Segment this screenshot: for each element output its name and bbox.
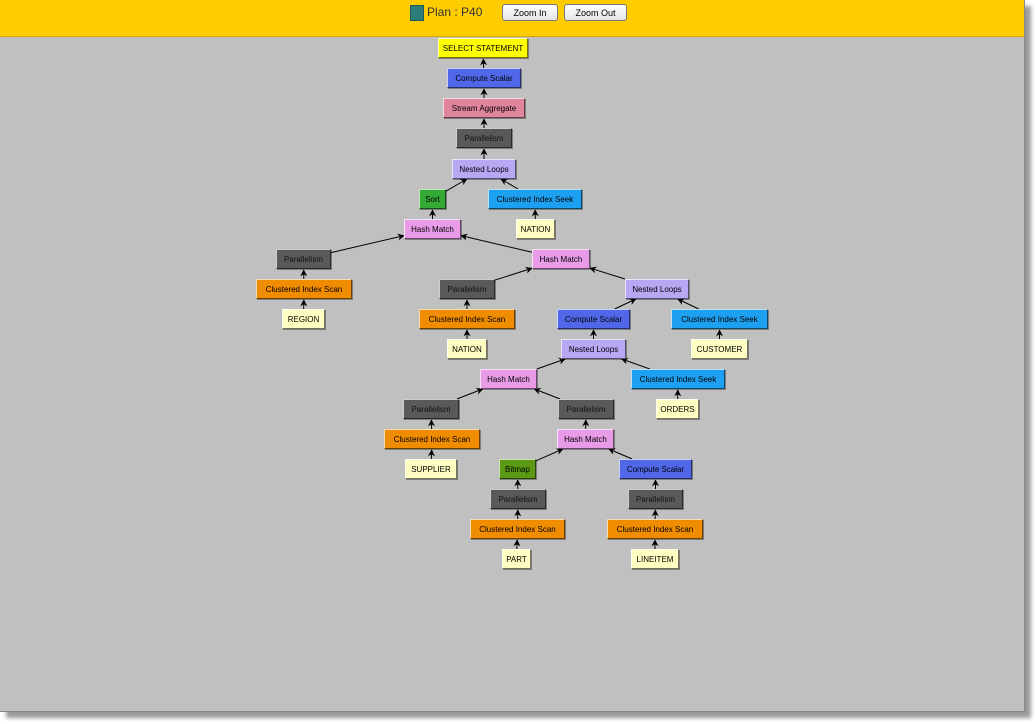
plan-node-table[interactable]: LINEITEM xyxy=(631,549,679,569)
plan-node-nested[interactable]: Nested Loops xyxy=(561,339,626,359)
plan-node-parallel[interactable]: Parallelism xyxy=(403,399,459,419)
plan-node-parallel[interactable]: Parallelism xyxy=(456,128,512,148)
plan-node-scan[interactable]: Clustered Index Scan xyxy=(256,279,352,299)
plan-edge-arrow xyxy=(330,233,405,254)
plan-node-parallel[interactable]: Parallelism xyxy=(628,489,683,509)
plan-node-seek[interactable]: Clustered Index Seek xyxy=(488,189,582,209)
plan-node-hash[interactable]: Hash Match xyxy=(557,429,614,449)
plan-node-sort[interactable]: Sort xyxy=(419,189,446,209)
plan-edge-arrow xyxy=(456,388,484,400)
plan-node-scan[interactable]: Clustered Index Scan xyxy=(419,309,515,329)
plan-color-icon xyxy=(410,5,424,21)
plan-node-table[interactable]: REGION xyxy=(282,309,325,329)
zoom-in-button[interactable]: Zoom In xyxy=(502,4,558,21)
plan-node-table[interactable]: NATION xyxy=(516,219,555,239)
plan-node-table[interactable]: SUPPLIER xyxy=(405,459,457,479)
plan-node-table[interactable]: ORDERS xyxy=(656,399,699,419)
toolbar: Plan : P40 Zoom In Zoom Out xyxy=(0,0,1024,37)
plan-edge-arrow xyxy=(536,357,566,370)
plan-node-scan[interactable]: Clustered Index Scan xyxy=(607,519,703,539)
plan-edge-arrow xyxy=(533,388,561,400)
plan-node-table[interactable]: PART xyxy=(502,549,531,569)
plan-node-table[interactable]: CUSTOMER xyxy=(691,339,748,359)
plan-node-scan[interactable]: Clustered Index Scan xyxy=(470,519,565,539)
plan-node-scan[interactable]: Clustered Index Scan xyxy=(384,429,480,449)
plan-edge-arrow xyxy=(535,448,564,462)
plan-node-hash[interactable]: Hash Match xyxy=(480,369,537,389)
plan-node-nested[interactable]: Nested Loops xyxy=(625,279,689,299)
plan-edge-arrow xyxy=(621,357,651,370)
zoom-out-button[interactable]: Zoom Out xyxy=(564,4,627,21)
plan-edge-arrow xyxy=(677,298,699,310)
plan-node-select[interactable]: SELECT STATEMENT xyxy=(438,38,528,58)
plan-node-table[interactable]: NATION xyxy=(447,339,487,359)
plan-node-parallel[interactable]: Parallelism xyxy=(558,399,614,419)
plan-node-parallel[interactable]: Parallelism xyxy=(490,489,546,509)
plan-edge-arrow xyxy=(589,266,626,280)
plan-node-bitmap[interactable]: Bitmap xyxy=(499,459,536,479)
plan-node-hash[interactable]: Hash Match xyxy=(404,219,461,239)
plan-edge-arrow xyxy=(614,298,637,310)
plan-node-stream[interactable]: Stream Aggregate xyxy=(443,98,525,118)
plan-title: Plan : P40 xyxy=(427,5,483,19)
plan-node-seek[interactable]: Clustered Index Seek xyxy=(671,309,768,329)
plan-edge-arrow xyxy=(460,233,533,253)
plan-node-compute[interactable]: Compute Scalar xyxy=(447,68,521,88)
plan-node-compute[interactable]: Compute Scalar xyxy=(619,459,692,479)
plan-node-seek[interactable]: Clustered Index Seek xyxy=(631,369,725,389)
plan-canvas: Plan : P40 Zoom In Zoom Out SELECT STATE… xyxy=(0,0,1025,712)
plan-node-compute[interactable]: Compute Scalar xyxy=(557,309,630,329)
plan-node-parallel[interactable]: Parallelism xyxy=(276,249,331,269)
plan-edges xyxy=(300,58,723,550)
plan-edge-arrow xyxy=(445,178,468,192)
plan-edge-arrow xyxy=(494,266,533,281)
plan-edge-arrow xyxy=(500,178,519,190)
plan-node-hash[interactable]: Hash Match xyxy=(532,249,590,269)
plan-node-nested[interactable]: Nested Loops xyxy=(452,159,516,179)
plan-node-parallel[interactable]: Parallelism xyxy=(439,279,495,299)
plan-edge-arrow xyxy=(608,448,633,460)
